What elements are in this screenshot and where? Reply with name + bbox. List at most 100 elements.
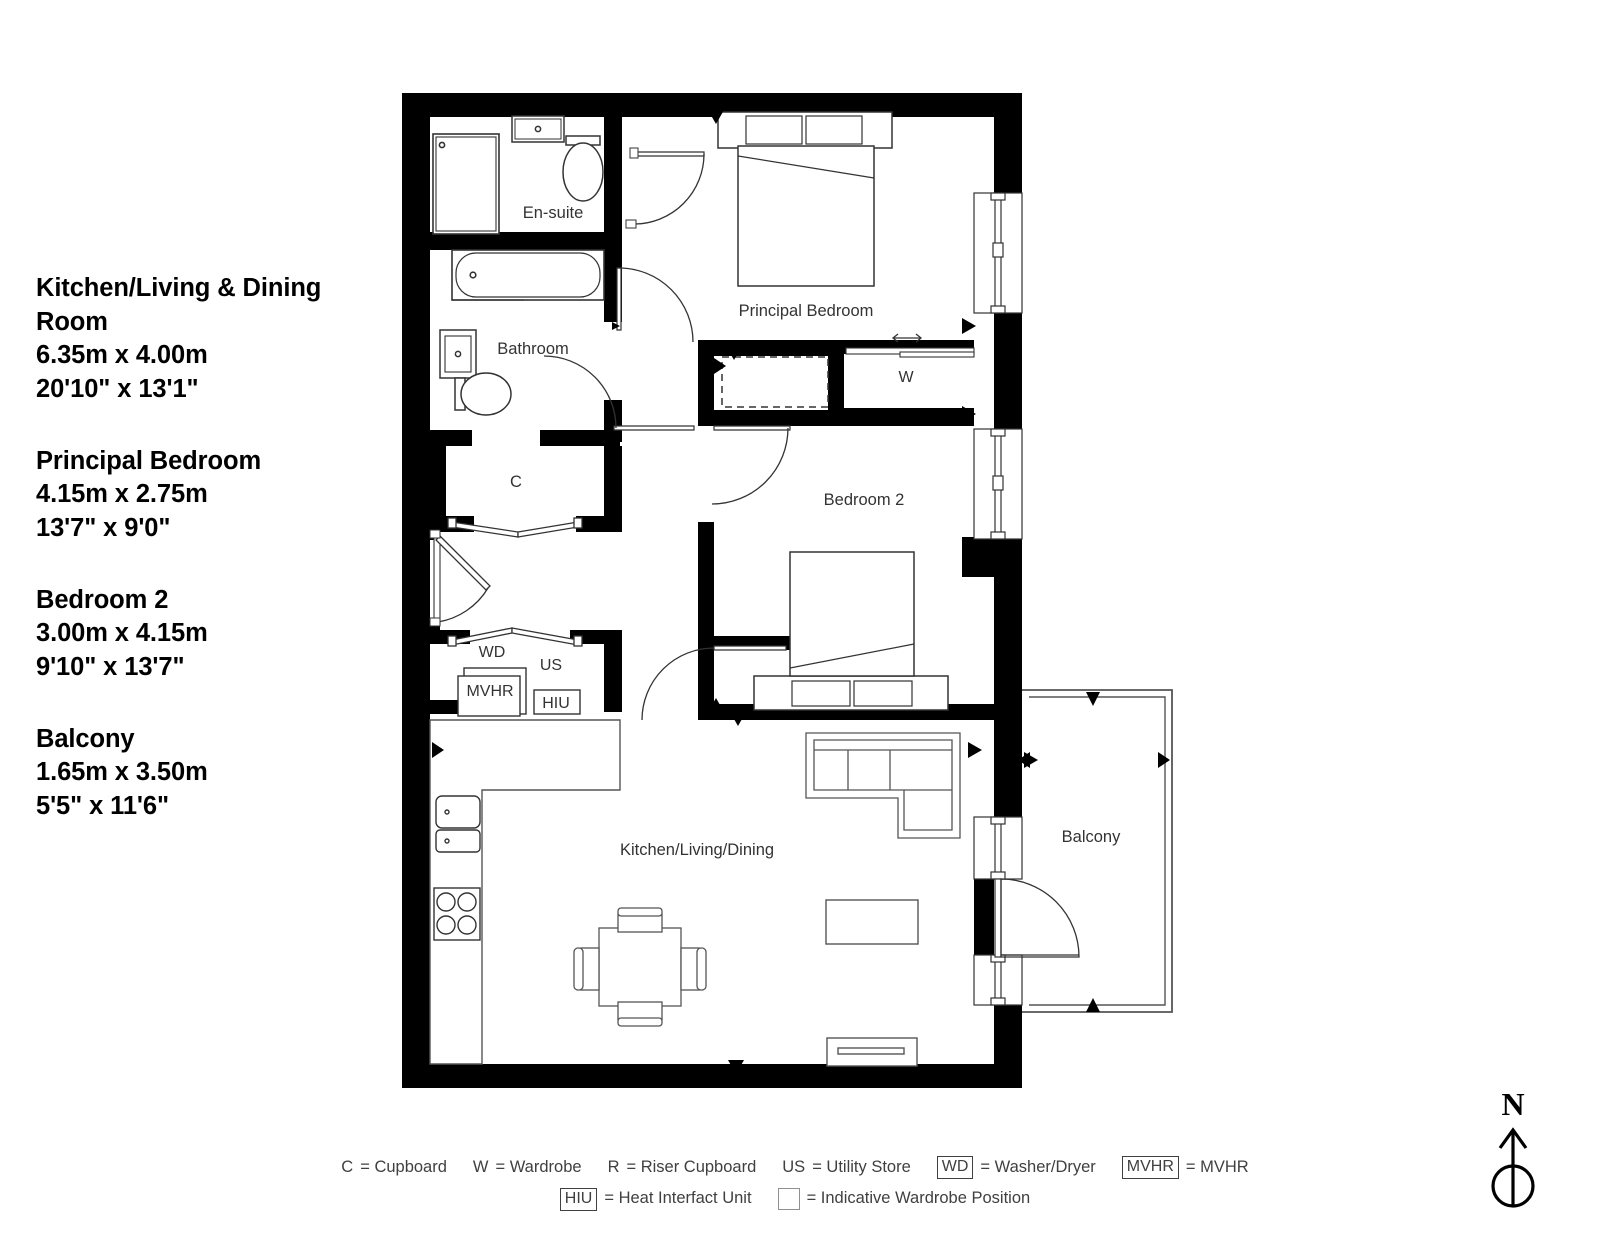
room-metric-size: 6.35m x 4.00m [36,341,208,370]
plan-walls [402,93,1022,1088]
ensuite-door[interactable] [625,147,705,229]
legend-item-riser-cupboard: R = Riser Cupboard [608,1152,757,1183]
principal-bedroom-label: Principal Bedroom [739,302,874,320]
balcony-door[interactable] [994,878,1080,958]
indicative-wardrobe [721,356,829,408]
mvhr-unit [457,675,521,717]
legend-definition: = Cupboard [360,1158,447,1176]
schedule-entry: Balcony 1.65m x 3.50m 5'5" x 11'6" [36,723,366,824]
legend-abbr: R [607,1158,620,1176]
legend-item-mvhr: MVHR = MVHR [1121,1152,1249,1183]
bedroom2-label: Bedroom 2 [824,491,905,509]
indicative-wardrobe-swatch [777,1188,800,1211]
room-metric-size: 3.00m x 4.15m [36,619,208,648]
legend-abbr-boxed: WD [936,1156,974,1180]
principal-bedroom: Principal Bedroom W [711,111,975,505]
legend-definition: = Utility Store [812,1158,911,1176]
balcony-door-glazing-upper [973,816,1023,880]
sliding-door-arrow [891,333,923,343]
wardrobe-w: W [845,333,975,386]
legend-abbr: C [341,1158,354,1176]
legend-definition: = Heat Interfact Unit [604,1189,752,1208]
legend-item-cupboard: C = Cupboard [341,1152,447,1183]
window-principal-bedroom [973,192,1023,314]
hiu-label: HIU [542,695,570,712]
wd-label: WD [479,644,506,661]
windows [973,192,1023,1006]
principal-bedroom-door[interactable] [711,425,791,505]
sofa-icon [805,732,961,839]
room-schedule: Kitchen/Living & Dining Room 6.35m x 4.0… [36,272,366,862]
balcony-label: Balcony [1062,828,1121,846]
schedule-entry: Bedroom 2 3.00m x 4.15m 9'10" x 13'7" [36,584,366,685]
bedroom-2: Bedroom 2 [641,491,949,721]
us-label: US [540,657,562,674]
shower-tray-icon [432,133,500,235]
bathtub-icon [451,249,605,301]
hob-icon [433,887,481,941]
schedule-entry: Principal Bedroom 4.15m x 2.75m 13'7" x … [36,445,366,546]
utility-store: WD MVHR US HIU [447,627,583,717]
entrance-door[interactable] [429,529,491,627]
balcony-area: Balcony [1022,689,1173,1013]
ensuite-label: En-suite [523,204,584,222]
room-imperial-size: 13'7" x 9'0" [36,513,171,542]
balcony-door-glazing-lower [973,954,1023,1006]
room-name: Kitchen/Living & Dining Room [36,274,322,336]
view-direction-markers [432,110,1170,1074]
legend-item-utility-store: US = Utility Store [782,1152,911,1183]
cupboard-c: C [447,473,583,538]
kitchen-living-dining: Kitchen/Living/Dining [429,719,961,1067]
legend-item-wardrobe: W = Wardrobe [473,1152,582,1183]
legend-definition: = Washer/Dryer [980,1158,1096,1176]
sink-icon [511,115,565,143]
double-bed-icon [717,111,893,287]
legend-abbr-boxed: HIU [559,1187,598,1211]
legend-definition: = Riser Cupboard [626,1158,757,1176]
room-imperial-size: 5'5" x 11'6" [36,791,169,820]
room-name: Principal Bedroom [36,446,262,475]
legend-definition: = Wardrobe [495,1158,582,1176]
legend-row-1: C = Cupboard W = Wardrobe R = Riser Cupb… [341,1152,1249,1183]
north-label: N [1501,1086,1525,1122]
room-imperial-size: 9'10" x 13'7" [36,652,185,681]
legend-item-washer-dryer: WD = Washer/Dryer [936,1152,1096,1183]
wardrobe-label: W [898,369,914,386]
bathroom-label: Bathroom [497,340,569,358]
kitchen-living-dining-label: Kitchen/Living/Dining [620,841,774,859]
toilet-icon [562,135,604,202]
tv-unit-icon [826,1037,918,1067]
room-metric-size: 1.65m x 3.50m [36,758,208,787]
compass-arrow-icon [1491,1127,1535,1208]
room-name: Bedroom 2 [36,585,169,614]
room-imperial-size: 20'10" x 13'1" [36,374,199,403]
legend-item-indicative-wardrobe: = Indicative Wardrobe Position [777,1183,1031,1214]
legend-definition: = MVHR [1185,1158,1249,1176]
hall-door[interactable] [543,355,695,431]
sink-icon [435,795,481,853]
north-compass: N [1478,1088,1548,1228]
legend: C = Cupboard W = Wardrobe R = Riser Cupb… [341,1152,1249,1215]
ensuite-room: En-suite [432,115,705,235]
toilet-icon [454,372,512,416]
window-bedroom2 [973,428,1023,540]
legend-definition: = Indicative Wardrobe Position [806,1189,1031,1208]
double-bed-icon [753,551,949,711]
legend-item-hiu: HIU = Heat Interfact Unit [559,1183,752,1214]
room-name: Balcony [36,724,135,753]
hiu-unit [533,689,581,715]
bifold-doors[interactable] [447,517,583,538]
bathroom-door[interactable] [612,267,694,343]
schedule-entry: Kitchen/Living & Dining Room 6.35m x 4.0… [36,272,366,407]
legend-row-2: HIU = Heat Interfact Unit = Indicative W… [380,1183,1210,1214]
legend-abbr: US [782,1158,806,1176]
sink-icon [439,329,477,379]
dining-table-icon [573,907,707,1027]
utility-bifold-doors[interactable] [447,627,583,647]
bedroom2-door[interactable] [641,645,787,721]
cupboard-label: C [510,473,522,491]
mvhr-label: MVHR [466,683,513,700]
legend-abbr: W [472,1158,489,1176]
room-metric-size: 4.15m x 2.75m [36,480,208,509]
